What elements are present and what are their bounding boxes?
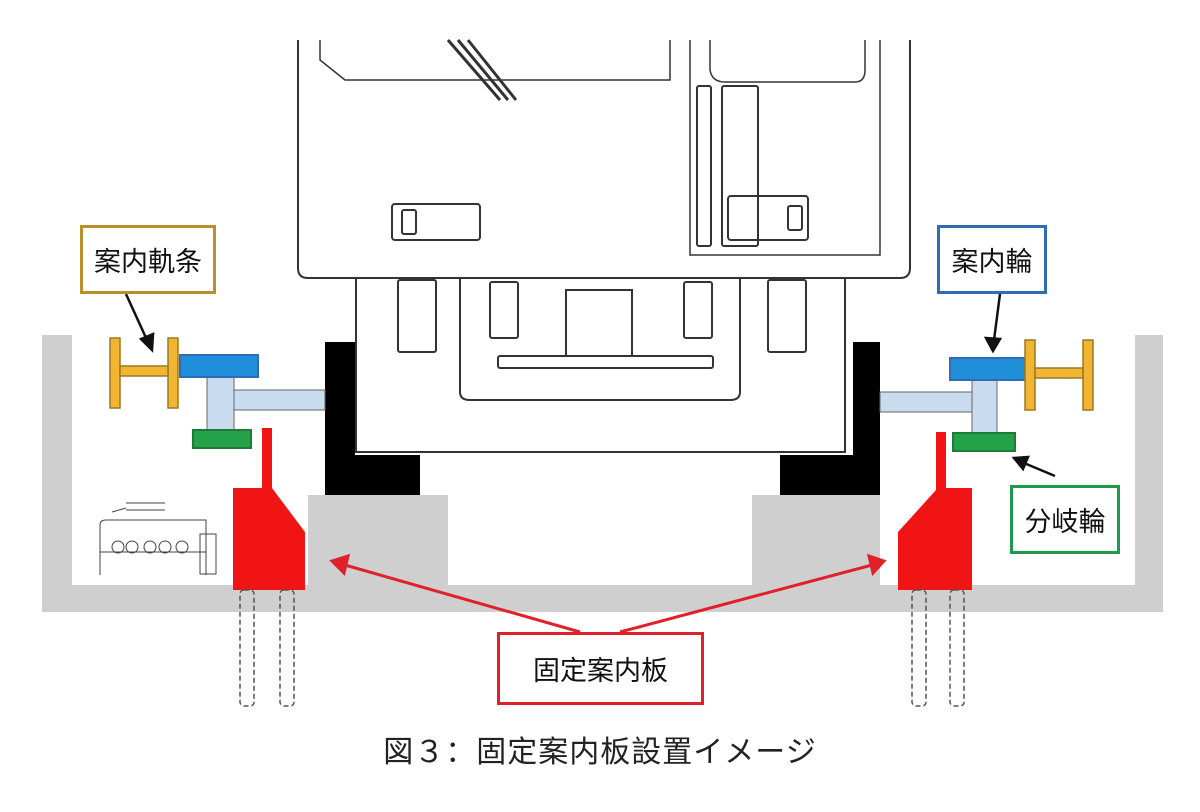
running-tire-left	[325, 342, 420, 495]
guide-rail-right	[1024, 339, 1094, 411]
guide-rail-left	[109, 337, 179, 409]
fixed-guide-plate-left	[233, 428, 305, 590]
wheel-post-right	[971, 377, 998, 437]
running-pad-left	[308, 495, 448, 587]
fixed-guide-plate-right	[898, 432, 972, 590]
branch-wheel-right	[952, 432, 1016, 452]
anchor-bolts	[239, 589, 965, 707]
cable-trough-sketch	[99, 502, 217, 575]
figure-caption: 図３：固定案内板設置イメージ	[383, 735, 817, 770]
vehicle-body	[297, 39, 911, 453]
branch-wheel-left	[192, 429, 252, 449]
axle-right	[879, 391, 973, 413]
running-tire-right	[780, 342, 880, 495]
branch-wheel-label: 分岐輪	[1010, 485, 1120, 554]
running-pad-right	[752, 495, 880, 587]
guide-rail-label: 案内軌条	[80, 225, 216, 294]
guide-wheel-right	[949, 357, 1026, 381]
plate-arrows	[329, 553, 887, 634]
fixed-guide-plate-label: 固定案内板	[497, 632, 704, 705]
arrows	[124, 293, 1056, 478]
wheel-post-left	[206, 374, 235, 434]
guide-wheel-left	[179, 354, 259, 378]
axle-left	[231, 389, 326, 411]
guide-wheel-label: 案内輪	[937, 225, 1047, 294]
